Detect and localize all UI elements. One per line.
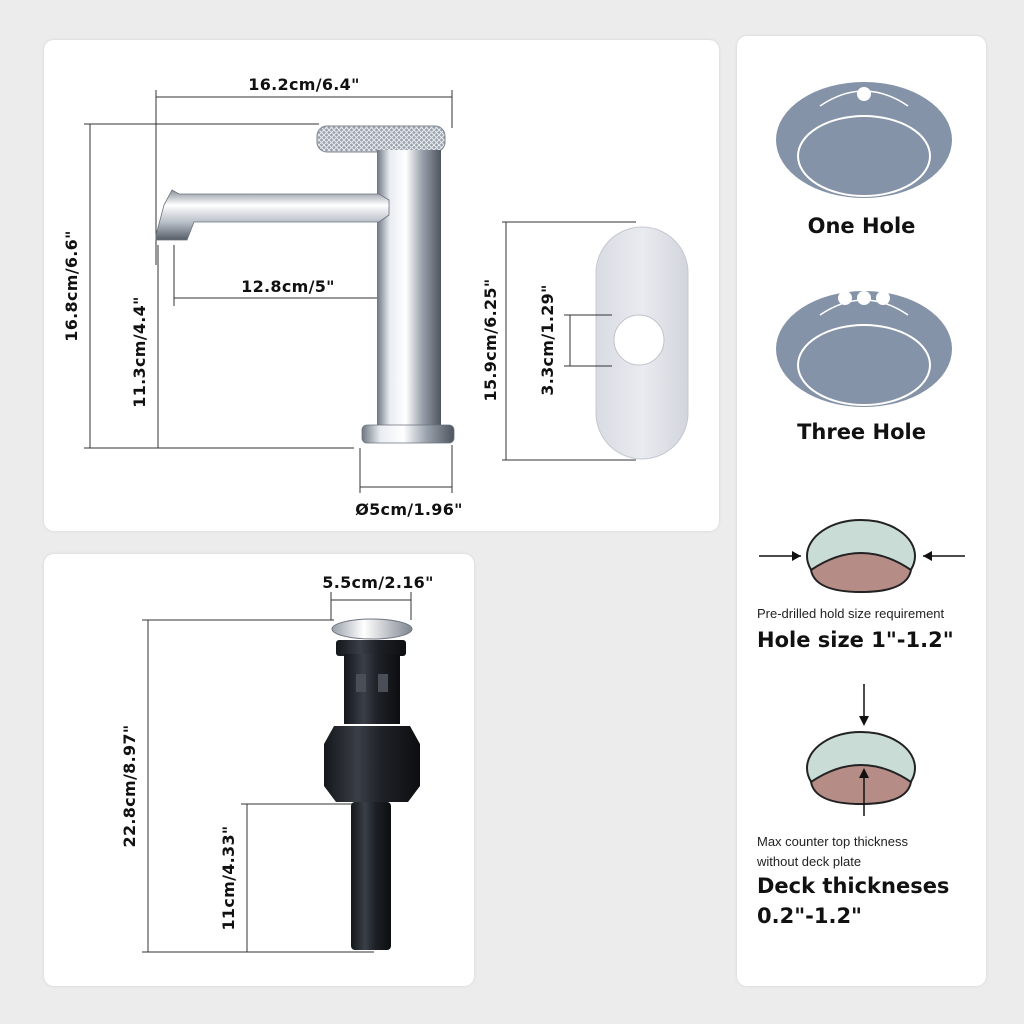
plate-hole-label: 3.3cm/1.29" — [538, 284, 557, 395]
faucet-diagram: 16.2cm/6.4" 16.8cm/6.6" 11.3cm/4.4" 12.8… — [62, 75, 689, 519]
hole-requirement-caption: Pre-drilled hold size requirement — [757, 606, 945, 621]
reach-dimension: 12.8cm/5" — [173, 245, 403, 306]
cap-width-dimension: 5.5cm/2.16" — [322, 573, 433, 620]
installation-diagrams — [759, 82, 965, 816]
spout-height-label: 11.3cm/4.4" — [130, 296, 149, 407]
deck-caption-line-2: without deck plate — [757, 854, 862, 869]
width-dimension: 16.2cm/6.4" — [155, 75, 453, 265]
width-label: 16.2cm/6.4" — [248, 75, 359, 94]
reach-label: 12.8cm/5" — [241, 277, 335, 296]
total-height-dimension: 22.8cm/8.97" — [120, 619, 374, 953]
deck-plate: 15.9cm/6.25" 3.3cm/1.29" — [481, 221, 689, 461]
deck-thickness-label: Deck thickneses — [757, 874, 950, 898]
faucet-dimensions-panel: 16.2cm/6.4" 16.8cm/6.6" 11.3cm/4.4" 12.8… — [44, 40, 719, 531]
drain-illustration — [324, 618, 420, 950]
faucet-illustration — [155, 125, 455, 444]
height-dimension: 16.8cm/6.6" — [62, 123, 354, 449]
drain-diagram: 5.5cm/2.16" 22.8cm/8.97" 11cm/4.33" — [120, 573, 433, 953]
height-label: 16.8cm/6.6" — [62, 230, 81, 341]
tail-height-label: 11cm/4.33" — [219, 825, 238, 930]
three-hole-label: Three Hole — [797, 420, 926, 444]
base-diameter-label: Ø5cm/1.96" — [355, 500, 463, 519]
drain-dimensions-panel: 5.5cm/2.16" 22.8cm/8.97" 11cm/4.33" — [44, 554, 474, 986]
tail-height-dimension: 11cm/4.33" — [219, 803, 359, 952]
hole-size-label: Hole size 1"-1.2" — [757, 628, 954, 652]
deck-thickness-range: 0.2"-1.2" — [757, 904, 862, 928]
deck-thickness-icon — [806, 684, 916, 816]
total-height-label: 22.8cm/8.97" — [120, 725, 139, 848]
plate-height-label: 15.9cm/6.25" — [481, 279, 500, 402]
installation-requirements-panel: One Hole Three Hole Pre-drilled hold siz… — [737, 36, 986, 986]
spout-height-dimension: 11.3cm/4.4" — [130, 245, 159, 448]
three-hole-sink-icon — [776, 291, 952, 407]
deck-caption-line-1: Max counter top thickness — [757, 834, 909, 849]
hole-size-icon — [759, 519, 965, 594]
one-hole-label: One Hole — [807, 214, 916, 238]
one-hole-sink-icon — [776, 82, 952, 198]
cap-width-label: 5.5cm/2.16" — [322, 573, 433, 592]
base-diameter-dimension: Ø5cm/1.96" — [355, 445, 463, 519]
